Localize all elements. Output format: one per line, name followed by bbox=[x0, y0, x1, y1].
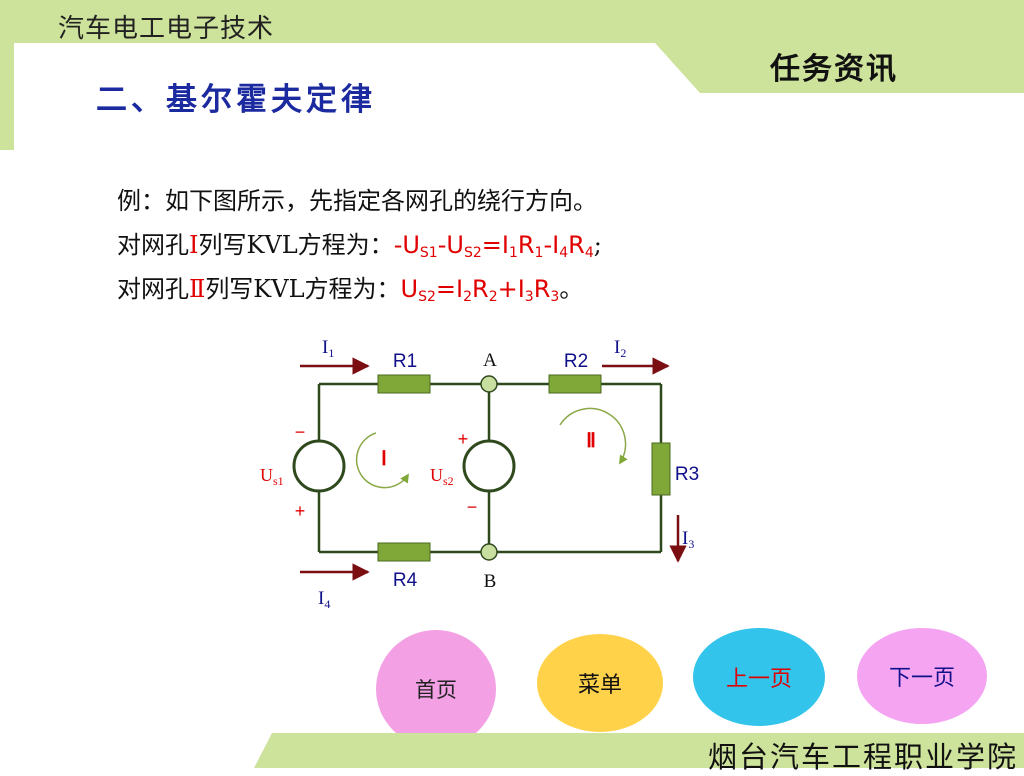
mesh1-label: Ⅰ bbox=[189, 231, 199, 259]
menu-button[interactable]: 菜单 bbox=[537, 634, 663, 732]
circuit-diagram: R1 R2 R3 R4 A B I1 I2 I3 I4 Us1 Us2 Ⅰ Ⅱ … bbox=[260, 337, 699, 611]
node-a-dot bbox=[480, 375, 498, 393]
previous-page-button[interactable]: 上一页 bbox=[693, 628, 825, 726]
body-line-3: 对网孔Ⅱ列写KVL方程为：US2=I2R2+I3R3。 bbox=[117, 275, 584, 305]
voltage-source-us2 bbox=[462, 439, 516, 493]
header-band bbox=[0, 0, 1024, 93]
us2-minus-sign: − bbox=[467, 497, 478, 517]
label-us1: Us1 bbox=[260, 465, 284, 488]
label-r3: R3 bbox=[675, 464, 699, 485]
label-r1: R1 bbox=[393, 351, 417, 372]
label-mesh1: Ⅰ bbox=[381, 448, 387, 470]
us2-plus-sign: + bbox=[458, 429, 469, 449]
us1-plus-sign: + bbox=[295, 501, 306, 521]
slide-body: 例：如下图所示，先指定各网孔的绕行方向。 对网孔Ⅰ列写KVL方程为：-US1-U… bbox=[117, 179, 602, 311]
footer-band bbox=[254, 733, 1024, 768]
mesh2-kvl-text: 列写KVL方程为： bbox=[205, 275, 401, 303]
label-i2: I2 bbox=[614, 337, 626, 360]
body-line-2: 对网孔Ⅰ列写KVL方程为：-US1-US2=I1R1-I4R4; bbox=[117, 231, 602, 261]
mesh2-direction-icon bbox=[559, 407, 628, 465]
mesh2-label: Ⅱ bbox=[189, 275, 206, 303]
home-button[interactable]: 首页 bbox=[376, 630, 496, 748]
label-node-b: B bbox=[484, 571, 497, 592]
label-i4: I4 bbox=[318, 588, 330, 611]
label-mesh2: Ⅱ bbox=[586, 430, 596, 452]
next-page-button[interactable]: 下一页 bbox=[857, 628, 987, 724]
resistor-r3 bbox=[651, 442, 671, 496]
label-node-a: A bbox=[483, 350, 497, 371]
voltage-source-us1 bbox=[292, 439, 346, 493]
header-band-edge bbox=[0, 93, 14, 150]
mesh1-prefix: 对网孔 bbox=[117, 231, 189, 259]
mesh1-direction-icon bbox=[355, 432, 409, 489]
node-b-dot bbox=[480, 543, 498, 561]
us1-minus-sign: − bbox=[295, 422, 306, 442]
resistor-r1 bbox=[377, 374, 431, 394]
label-i1: I1 bbox=[322, 337, 334, 360]
course-title: 汽车电工电子技术 bbox=[58, 14, 275, 44]
label-r4: R4 bbox=[393, 570, 418, 591]
kvl-equation-mesh1: -US1-US2=I1R1-I4R4 bbox=[393, 231, 594, 261]
kvl-equation-mesh2: US2=I2R2+I3R3 bbox=[400, 275, 560, 305]
school-name: 烟台汽车工程职业学院 bbox=[707, 740, 1018, 774]
slide-heading: 二、基尔霍夫定律 bbox=[96, 82, 376, 118]
label-i3: I3 bbox=[682, 528, 694, 551]
body-line-1: 例：如下图所示，先指定各网孔的绕行方向。 bbox=[117, 187, 597, 215]
mesh2-prefix: 对网孔 bbox=[117, 275, 189, 303]
section-tag: 任务资讯 bbox=[770, 52, 898, 87]
resistor-r2 bbox=[548, 374, 602, 394]
label-us2: Us2 bbox=[430, 465, 454, 488]
resistor-r4 bbox=[377, 542, 431, 562]
mesh1-kvl-text: 列写KVL方程为： bbox=[198, 231, 394, 259]
label-r2: R2 bbox=[564, 351, 588, 372]
